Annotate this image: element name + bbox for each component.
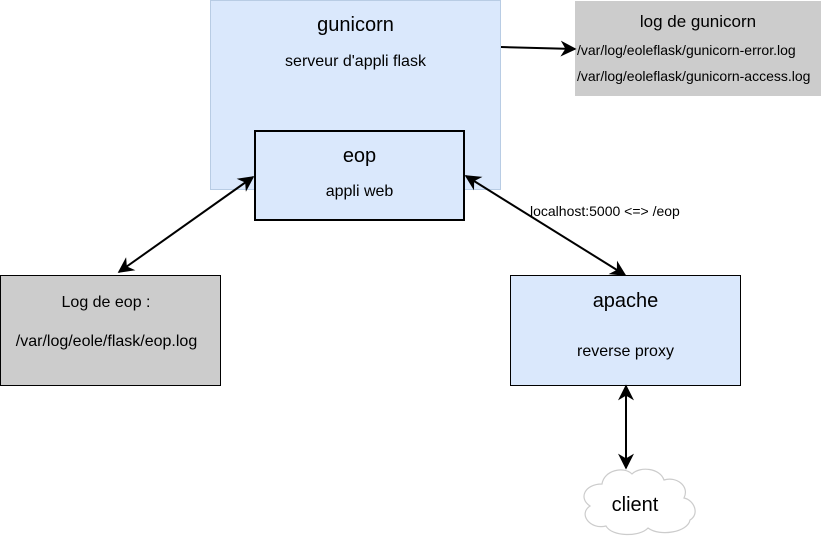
eop-subtitle: appli web bbox=[325, 183, 394, 200]
eop-log-box bbox=[0, 275, 221, 386]
gunicorn-log-title: log de gunicorn bbox=[639, 12, 757, 31]
eop-log-path: /var/log/eole/flask/eop.log bbox=[15, 333, 198, 350]
arrow-eop-log bbox=[117, 176, 255, 273]
gunicorn-log-box bbox=[575, 1, 821, 96]
arrow-eop-apache bbox=[464, 175, 627, 276]
apache-title: apache bbox=[592, 290, 659, 312]
arrow-gunicorn-to-log bbox=[500, 40, 577, 57]
gunicorn-access-log-path: /var/log/eoleflask/gunicorn-access.log bbox=[577, 68, 811, 84]
apache-subtitle: reverse proxy bbox=[577, 343, 674, 360]
eop-box bbox=[254, 130, 465, 221]
client-label: client bbox=[611, 494, 659, 516]
eop-title: eop bbox=[342, 145, 377, 167]
client-cloud bbox=[583, 468, 696, 536]
apache-box bbox=[510, 275, 741, 386]
gunicorn-subtitle: serveur d'appli flask bbox=[285, 53, 426, 70]
eop-log-title: Log de eop : bbox=[61, 294, 151, 311]
gunicorn-error-log-path: /var/log/eoleflask/gunicorn-error.log bbox=[577, 42, 796, 58]
gunicorn-title: gunicorn bbox=[317, 14, 394, 36]
